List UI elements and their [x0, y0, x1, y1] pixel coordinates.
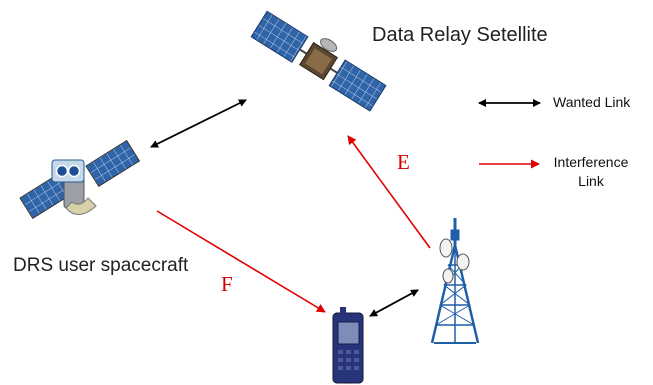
relay-satellite-icon: [250, 10, 387, 112]
user-spacecraft-icon: [19, 139, 141, 220]
legend-interference-label: Interference Link: [553, 154, 629, 189]
relay-satellite-label: Data Relay Setellite: [372, 24, 548, 46]
link-f-label: F: [221, 272, 233, 296]
link-wanted-terminal-tower: [369, 289, 419, 317]
user-spacecraft-label: DRS user spacecraft: [13, 255, 189, 276]
link-wanted-relay-user: [150, 99, 247, 148]
link-e-label: E: [397, 150, 410, 174]
link-interference-f: [156, 210, 326, 313]
ground-terminal-icon: [332, 307, 364, 384]
legend-wanted-label: Wanted Link: [553, 94, 631, 110]
transmission-tower-icon: [430, 218, 480, 344]
link-interference-e: [347, 135, 431, 249]
